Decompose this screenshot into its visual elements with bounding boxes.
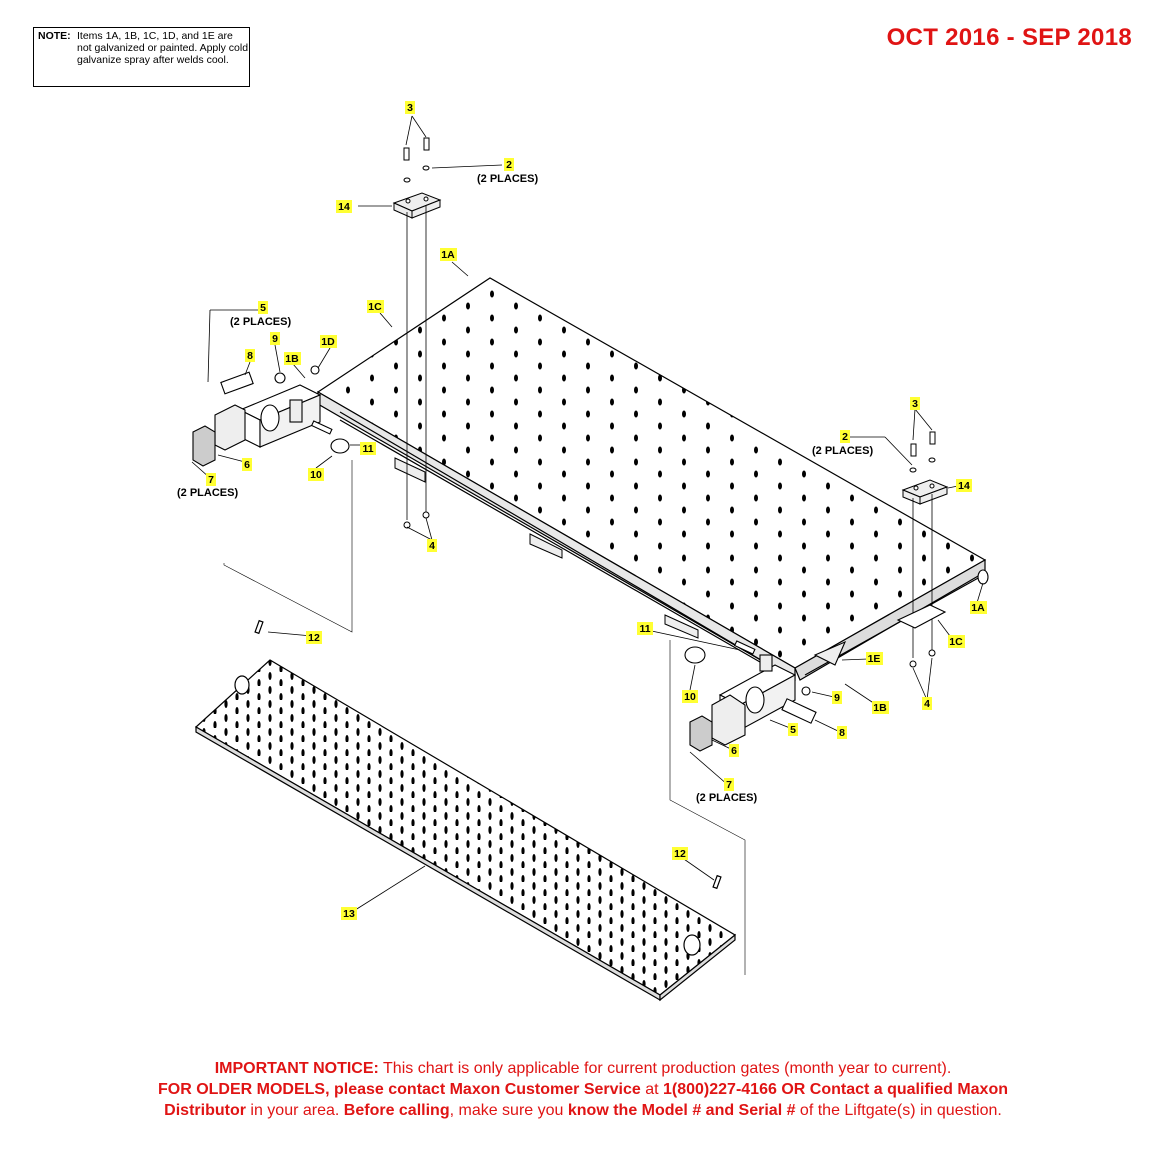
svg-text:3: 3 bbox=[912, 398, 918, 410]
svg-text:12: 12 bbox=[308, 632, 320, 644]
callout-1C-right: 1C bbox=[948, 635, 965, 648]
note-box: NOTE: Items 1A, 1B, 1C, 1D, and 1E are n… bbox=[33, 27, 250, 87]
svg-text:14: 14 bbox=[338, 201, 350, 213]
callout-2-right: 2 bbox=[840, 430, 850, 443]
svg-text:10: 10 bbox=[310, 469, 322, 481]
callout-4-right: 4 bbox=[922, 697, 932, 710]
svg-text:4: 4 bbox=[924, 698, 930, 710]
bracket-14-right bbox=[901, 479, 949, 505]
note-text: Items 1A, 1B, 1C, 1D, and 1E are not gal… bbox=[77, 30, 249, 66]
callout-14-top: 14 bbox=[336, 200, 352, 213]
callout-2-top: 2 bbox=[504, 158, 514, 171]
svg-text:12: 12 bbox=[674, 848, 686, 860]
callout-1D: 1D bbox=[320, 335, 337, 348]
callout-1B-left: 1B bbox=[284, 352, 301, 365]
callout-4-left: 4 bbox=[427, 539, 437, 552]
svg-text:6: 6 bbox=[244, 459, 250, 471]
callout-9-left: 9 bbox=[270, 332, 280, 345]
callout-11-left: 11 bbox=[360, 442, 376, 455]
svg-text:7: 7 bbox=[208, 474, 214, 486]
callout-6-left: 6 bbox=[242, 458, 252, 471]
svg-text:1E: 1E bbox=[868, 653, 881, 665]
callout-6-right: 6 bbox=[729, 744, 739, 757]
callout-3-top: 3 bbox=[405, 101, 415, 114]
places-7-left: (2 PLACES) bbox=[177, 487, 238, 499]
callout-7-left: 7 bbox=[206, 473, 216, 486]
callout-10-left: 10 bbox=[308, 468, 324, 481]
callout-10-right: 10 bbox=[682, 690, 698, 703]
svg-text:5: 5 bbox=[790, 724, 796, 736]
callout-9-right: 9 bbox=[832, 691, 842, 704]
svg-text:1B: 1B bbox=[285, 353, 299, 365]
callout-8-right: 8 bbox=[837, 726, 847, 739]
notice-line-3: Distributor in your area. Before calling… bbox=[164, 1102, 1002, 1119]
phantom-lines bbox=[223, 206, 933, 975]
callout-5-left: 5 bbox=[258, 301, 268, 314]
callout-3-right: 3 bbox=[910, 397, 920, 410]
callout-8-left: 8 bbox=[245, 349, 255, 362]
svg-text:14: 14 bbox=[958, 480, 970, 492]
callout-1B-right: 1B bbox=[872, 701, 889, 714]
places-2-right: (2 PLACES) bbox=[812, 445, 873, 457]
callout-7-right: 7 bbox=[724, 778, 734, 791]
svg-text:1A: 1A bbox=[441, 249, 455, 261]
places-2-top: (2 PLACES) bbox=[477, 173, 538, 185]
svg-text:6: 6 bbox=[731, 745, 737, 757]
note-label: NOTE: bbox=[38, 30, 71, 42]
flipover-platform bbox=[194, 619, 737, 1002]
svg-text:4: 4 bbox=[429, 540, 435, 552]
spacer-blocks bbox=[394, 457, 699, 639]
svg-text:3: 3 bbox=[407, 102, 413, 114]
notice-line-2: FOR OLDER MODELS, please contact Maxon C… bbox=[157, 1081, 1008, 1098]
hardware-screws bbox=[403, 137, 936, 668]
callout-labels: 3 2 14 1A 1C 5 9 1D 8 1B 11 10 6 7 4 12 … bbox=[206, 101, 987, 920]
leader-lines bbox=[191, 115, 984, 913]
svg-text:1A: 1A bbox=[971, 602, 985, 614]
svg-text:11: 11 bbox=[362, 443, 373, 455]
callout-13: 13 bbox=[341, 907, 357, 920]
callout-1E: 1E bbox=[866, 652, 883, 665]
svg-text:1D: 1D bbox=[321, 336, 335, 348]
callout-11-right: 11 bbox=[637, 622, 653, 635]
svg-text:2: 2 bbox=[842, 431, 848, 443]
svg-text:7: 7 bbox=[726, 779, 732, 791]
right-hinge-assembly bbox=[684, 569, 989, 752]
callout-1A-top: 1A bbox=[440, 248, 457, 261]
callout-1A-right: 1A bbox=[970, 601, 987, 614]
svg-text:9: 9 bbox=[834, 692, 840, 704]
svg-text:8: 8 bbox=[247, 350, 253, 362]
main-platform bbox=[316, 277, 987, 682]
svg-text:1C: 1C bbox=[949, 636, 963, 648]
callout-5-right: 5 bbox=[788, 723, 798, 736]
important-notice: IMPORTANT NOTICE: This chart is only app… bbox=[0, 1058, 1166, 1121]
svg-text:1C: 1C bbox=[368, 301, 382, 313]
notice-line-1: IMPORTANT NOTICE: This chart is only app… bbox=[214, 1060, 952, 1077]
svg-text:11: 11 bbox=[639, 623, 650, 635]
svg-text:8: 8 bbox=[839, 727, 845, 739]
svg-text:13: 13 bbox=[343, 908, 355, 920]
svg-text:1B: 1B bbox=[873, 702, 887, 714]
bracket-14-left bbox=[392, 192, 442, 219]
callout-12-left: 12 bbox=[306, 631, 322, 644]
exploded-parts-diagram: 3 2 14 1A 1C 5 9 1D 8 1B 11 10 6 7 4 12 … bbox=[177, 101, 989, 1002]
svg-text:2: 2 bbox=[506, 159, 512, 171]
svg-text:5: 5 bbox=[260, 302, 266, 314]
places-5-left: (2 PLACES) bbox=[230, 316, 291, 328]
svg-text:10: 10 bbox=[684, 691, 696, 703]
date-range: OCT 2016 - SEP 2018 bbox=[886, 24, 1132, 51]
left-hinge-assembly bbox=[192, 365, 350, 467]
places-7-right: (2 PLACES) bbox=[696, 792, 757, 804]
callout-14-right: 14 bbox=[956, 479, 972, 492]
callout-12-right: 12 bbox=[672, 847, 688, 860]
places-labels: (2 PLACES) (2 PLACES) (2 PLACES) (2 PLAC… bbox=[177, 173, 873, 804]
callout-1C-top: 1C bbox=[367, 300, 384, 313]
svg-text:9: 9 bbox=[272, 333, 278, 345]
